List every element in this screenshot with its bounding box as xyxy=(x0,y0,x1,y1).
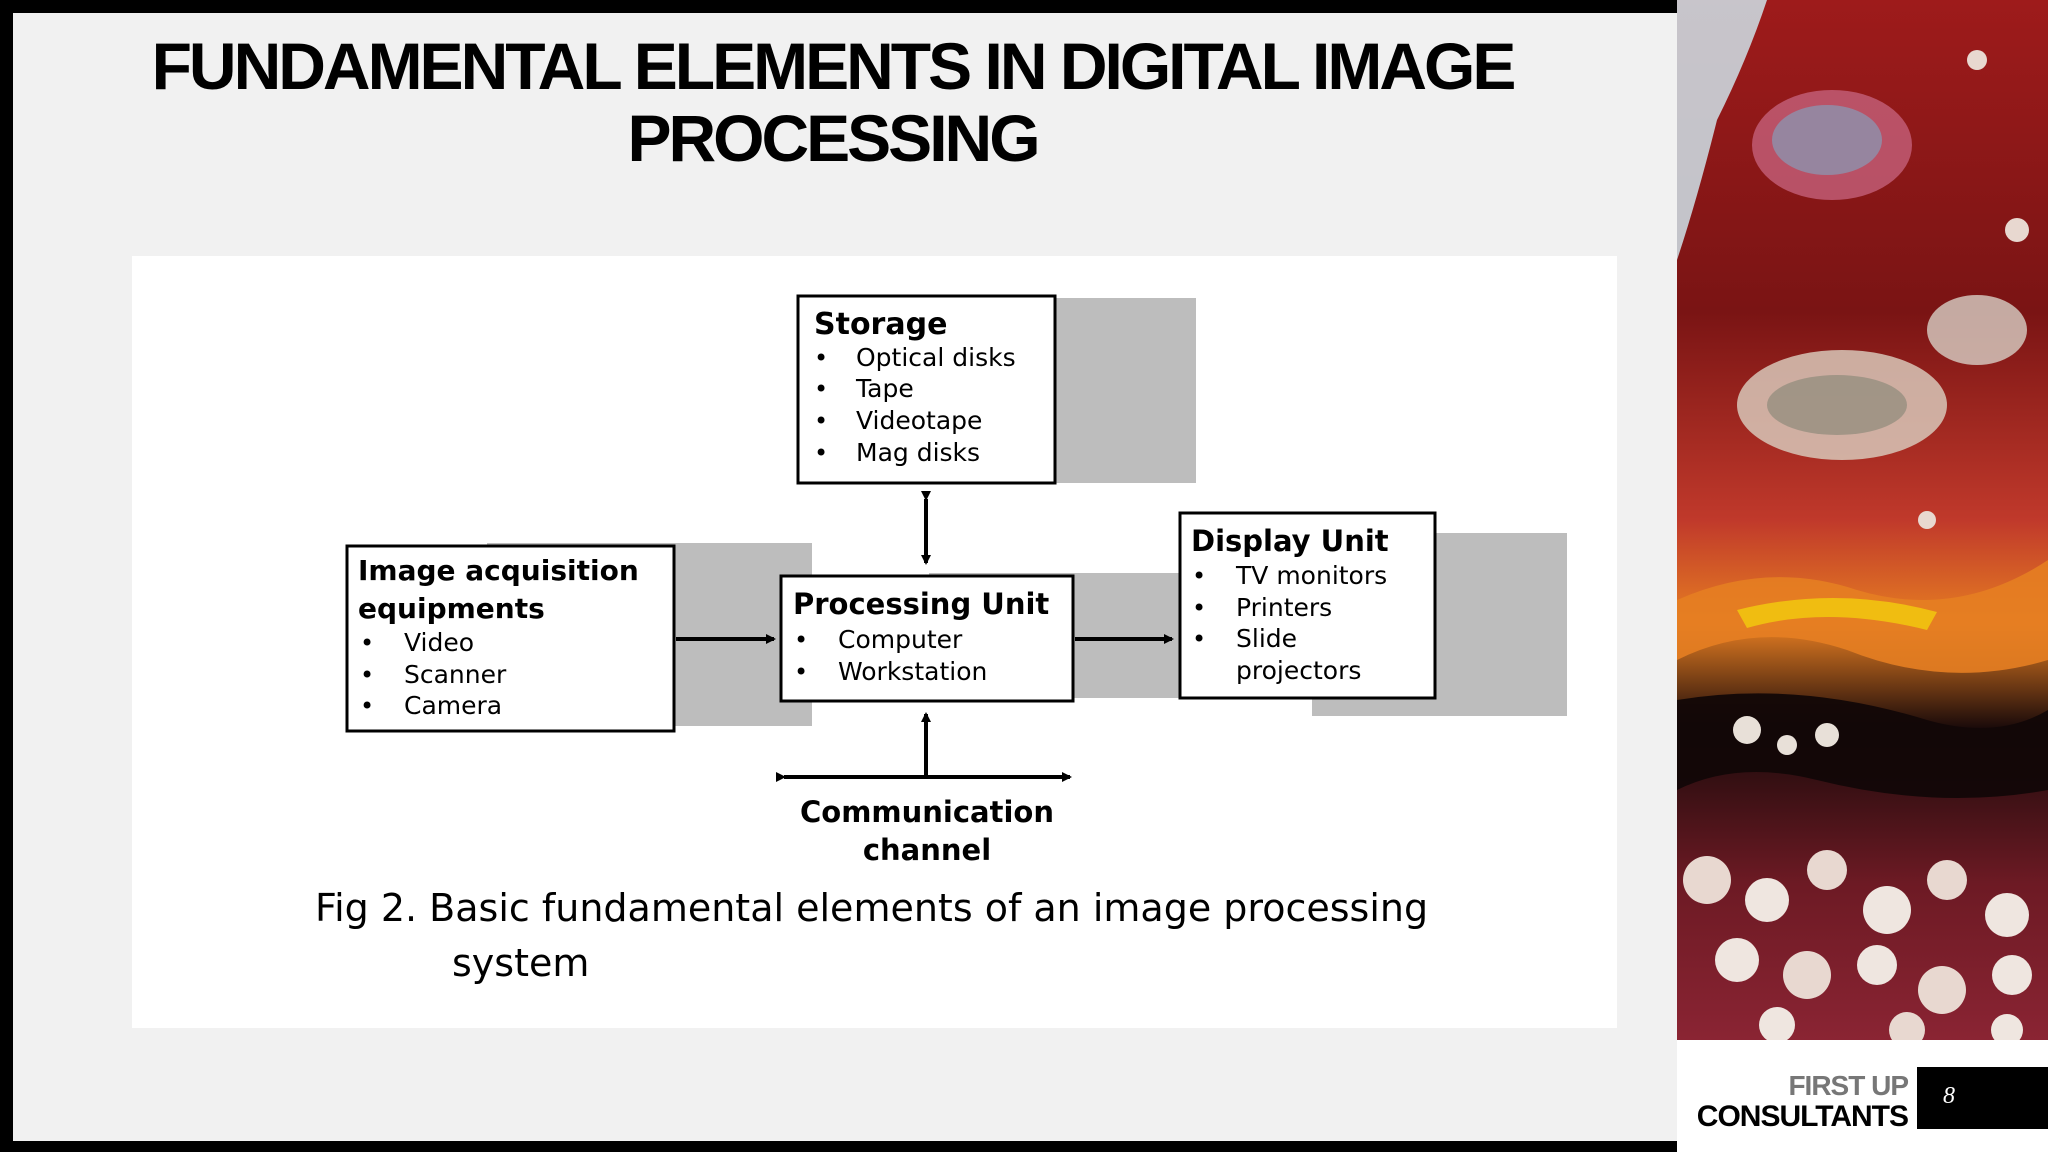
processing-bullet-1: • xyxy=(794,626,808,654)
acquisition-bullet-2: • xyxy=(360,661,374,689)
art-gray-blob xyxy=(1767,375,1907,435)
art-cell-9 xyxy=(1985,893,2029,937)
art-cell-13 xyxy=(1918,966,1966,1014)
art-speck-1 xyxy=(1967,50,1987,70)
art-cell-2 xyxy=(1777,735,1797,755)
art-blue-blob xyxy=(1772,105,1882,175)
storage-item-1: Optical disks xyxy=(856,343,1016,372)
processing-item-1: Computer xyxy=(838,625,963,654)
display-item-2: Printers xyxy=(1236,593,1332,622)
fluid-art-svg xyxy=(1677,0,2048,1040)
display-box xyxy=(1178,511,1437,700)
decorative-fluid-art-image xyxy=(1677,0,2048,1040)
art-cell-12 xyxy=(1857,945,1897,985)
acquisition-item-1: Video xyxy=(404,628,474,657)
display-item-1: TV monitors xyxy=(1235,561,1387,590)
storage-bullet-1: • xyxy=(814,344,828,372)
art-cell-5 xyxy=(1745,878,1789,922)
acquisition-title-line-1: Image acquisition xyxy=(358,554,639,587)
acquisition-box xyxy=(345,544,676,733)
acquisition-item-2: Scanner xyxy=(404,660,507,689)
storage-item-4: Mag disks xyxy=(856,438,980,467)
acquisition-title-line-2: equipments xyxy=(358,592,545,625)
art-speck-3 xyxy=(1918,511,1936,529)
display-item-3: Slide xyxy=(1236,624,1297,653)
art-cell-6 xyxy=(1807,850,1847,890)
display-bullet-1: • xyxy=(1192,562,1206,590)
art-cell-15 xyxy=(1759,1007,1795,1040)
art-cell-11 xyxy=(1783,951,1831,999)
storage-bullet-4: • xyxy=(814,439,828,467)
art-cell-1 xyxy=(1733,716,1761,744)
art-black-band xyxy=(1677,693,2048,798)
display-bullet-3: • xyxy=(1192,625,1206,653)
logo-text-line-2: CONSULTANTS xyxy=(1696,1100,1909,1133)
art-cell-3 xyxy=(1815,723,1839,747)
art-cell-16 xyxy=(1889,1012,1925,1040)
storage-title: Storage xyxy=(814,307,947,342)
slide-title: FUNDAMENTAL ELEMENTS IN DIGITAL IMAGE PR… xyxy=(100,30,1565,174)
acquisition-bullet-1: • xyxy=(360,629,374,657)
art-cell-17 xyxy=(1991,1014,2023,1040)
art-cell-4 xyxy=(1683,856,1731,904)
page-number: 8 xyxy=(1943,1083,1955,1109)
storage-item-3: Videotape xyxy=(856,406,982,435)
art-cell-8 xyxy=(1927,860,1967,900)
processing-title: Processing Unit xyxy=(793,587,1049,621)
art-cell-10 xyxy=(1715,938,1759,982)
art-yellow-streak xyxy=(1737,597,1937,630)
art-cell-7 xyxy=(1863,886,1911,934)
processing-box xyxy=(779,574,1075,703)
art-white-blob xyxy=(1927,295,2027,365)
communication-label-line-2: channel xyxy=(863,833,991,867)
figure-caption-line-1: Fig 2. Basic fundamental elements of an … xyxy=(315,886,1428,930)
art-cell-14 xyxy=(1992,955,2032,995)
acquisition-bullet-3: • xyxy=(360,692,374,720)
diagram-figure: Storage • Optical disks • Tape • Videota… xyxy=(132,256,1617,1028)
storage-bullet-3: • xyxy=(814,407,828,435)
art-speck-2 xyxy=(2005,218,2029,242)
processing-item-2: Workstation xyxy=(838,657,987,686)
logo-text-line-1: FIRST UP xyxy=(1788,1070,1909,1101)
display-item-4: projectors xyxy=(1236,656,1361,685)
display-title: Display Unit xyxy=(1191,524,1389,558)
storage-item-2: Tape xyxy=(855,374,914,403)
figure-caption-line-2: system xyxy=(452,941,589,985)
title-line-1: FUNDAMENTAL ELEMENTS IN DIGITAL IMAGE xyxy=(151,29,1517,103)
communication-label-line-1: Communication xyxy=(800,795,1054,829)
processing-bullet-2: • xyxy=(794,658,808,686)
art-light-blue-wash xyxy=(1677,0,1767,260)
diagram-svg: Storage • Optical disks • Tape • Videota… xyxy=(315,294,1567,985)
storage-bullet-2: • xyxy=(814,375,828,403)
page-number-box: 8 xyxy=(1917,1067,2048,1129)
display-bullet-2: • xyxy=(1192,594,1206,622)
acquisition-item-3: Camera xyxy=(404,691,502,720)
title-line-2: PROCESSING xyxy=(627,101,1040,175)
storage-box xyxy=(796,294,1057,485)
